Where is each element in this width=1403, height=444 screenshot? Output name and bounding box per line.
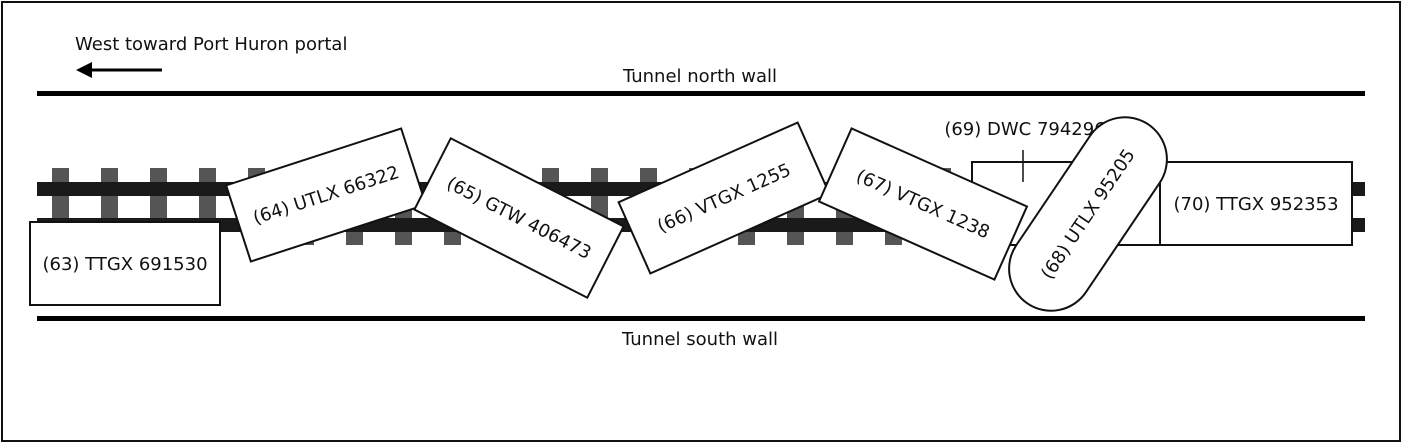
car-63: (63) TTGX 691530 <box>29 221 221 306</box>
south-wall-label: Tunnel south wall <box>621 329 778 350</box>
car-label: (70) TTGX 952353 <box>1173 194 1338 215</box>
direction-label: West toward Port Huron portal <box>75 34 347 55</box>
north-wall <box>37 91 1365 96</box>
car-label: (63) TTGX 691530 <box>42 254 207 275</box>
car-64: (64) UTLX 66322 <box>224 127 428 263</box>
north-wall-label: Tunnel north wall <box>622 66 777 87</box>
arrow-left-icon <box>76 62 162 78</box>
south-wall <box>37 316 1365 321</box>
car-70: (70) TTGX 952353 <box>1159 161 1353 246</box>
car-65: (65) GTW 406473 <box>413 136 625 300</box>
car-label: (69) DWC 794296 <box>944 119 1105 140</box>
